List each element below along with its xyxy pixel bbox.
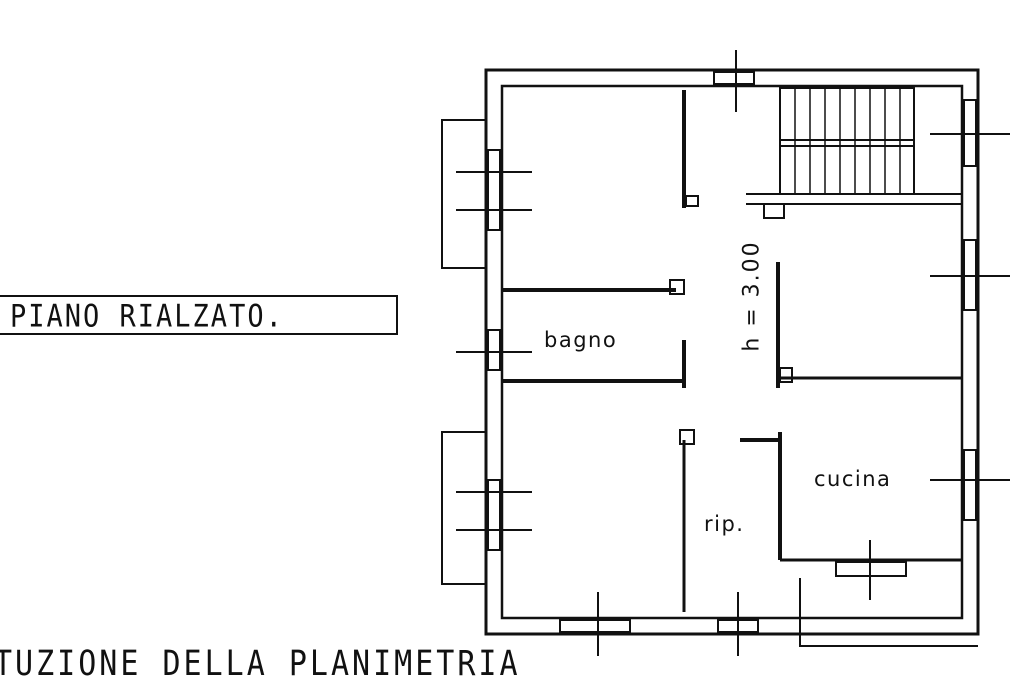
floor-label: PIANO RIALZATO. <box>10 299 284 335</box>
windows-left <box>456 149 532 551</box>
floor-label-box: PIANO RIALZATO. <box>0 295 398 335</box>
stair-landing-post <box>763 203 785 219</box>
ceiling-height-label: h = 3.00 <box>739 240 765 352</box>
balcony-left-top <box>441 119 486 269</box>
windows-right <box>930 99 1010 521</box>
balcony-left-bottom <box>441 431 486 585</box>
terrace-bottom-right <box>799 578 978 647</box>
stair-treads <box>794 88 901 194</box>
room-label-bagno: bagno <box>544 328 618 352</box>
outer-wall-inner <box>500 84 964 620</box>
room-label-rip: rip. <box>704 512 745 536</box>
room-label-cucina: cucina <box>814 467 892 491</box>
windows-top-bottom <box>559 50 907 656</box>
plan-caption: TUZIONE DELLA PLANIMETRIA <box>0 644 521 684</box>
outer-wall-outer <box>484 68 980 636</box>
